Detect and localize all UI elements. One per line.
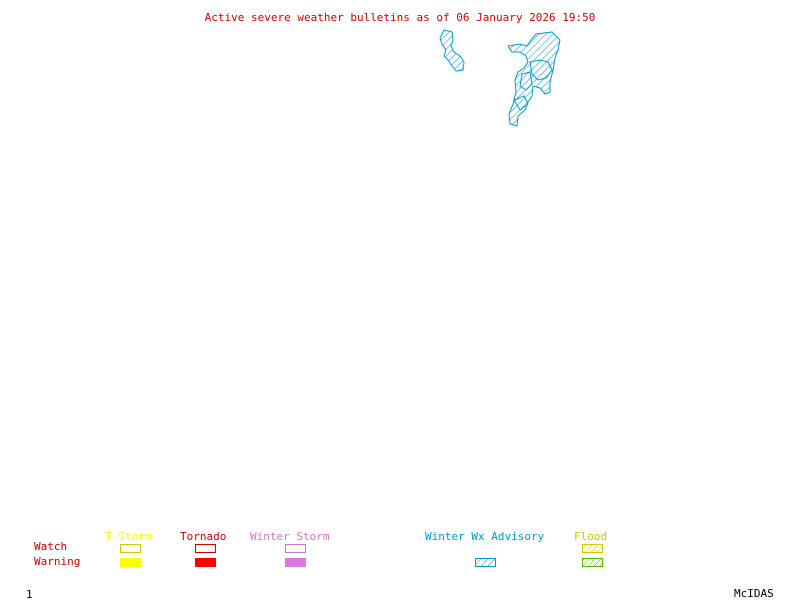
- flood-watch-swatch: [582, 544, 603, 553]
- legend-tstorm-label: T-Storm: [105, 530, 152, 543]
- winter-advisory-area-west: [439, 29, 465, 72]
- legend-winter-advisory-label: Winter Wx Advisory: [425, 530, 545, 543]
- brand-label: McIDAS: [734, 587, 774, 600]
- tornado-warning-swatch: [195, 558, 216, 567]
- frame-number: 1: [26, 588, 33, 601]
- map-title: Active severe weather bulletins as of 06…: [204, 11, 596, 24]
- legend-warning-row-label: Warning: [34, 555, 81, 568]
- tstorm-watch-swatch: [120, 544, 141, 553]
- winter-storm-watch-swatch: [285, 544, 306, 553]
- legend-winter-storm-label: Winter Storm: [250, 530, 330, 543]
- legend-swatches: [120, 544, 603, 567]
- winter-storm-warning-swatch: [285, 558, 306, 567]
- winter-advisory-warning-swatch: [475, 558, 496, 567]
- legend-watch-row-label: Watch: [34, 540, 68, 553]
- flood-warning-swatch: [582, 558, 603, 567]
- winter-advisory-area-east: [507, 31, 561, 127]
- legend-tornado-label: Tornado: [180, 530, 227, 543]
- legend-flood-label: Flood: [574, 530, 608, 543]
- tstorm-warning-swatch: [120, 558, 141, 567]
- tornado-watch-swatch: [195, 544, 216, 553]
